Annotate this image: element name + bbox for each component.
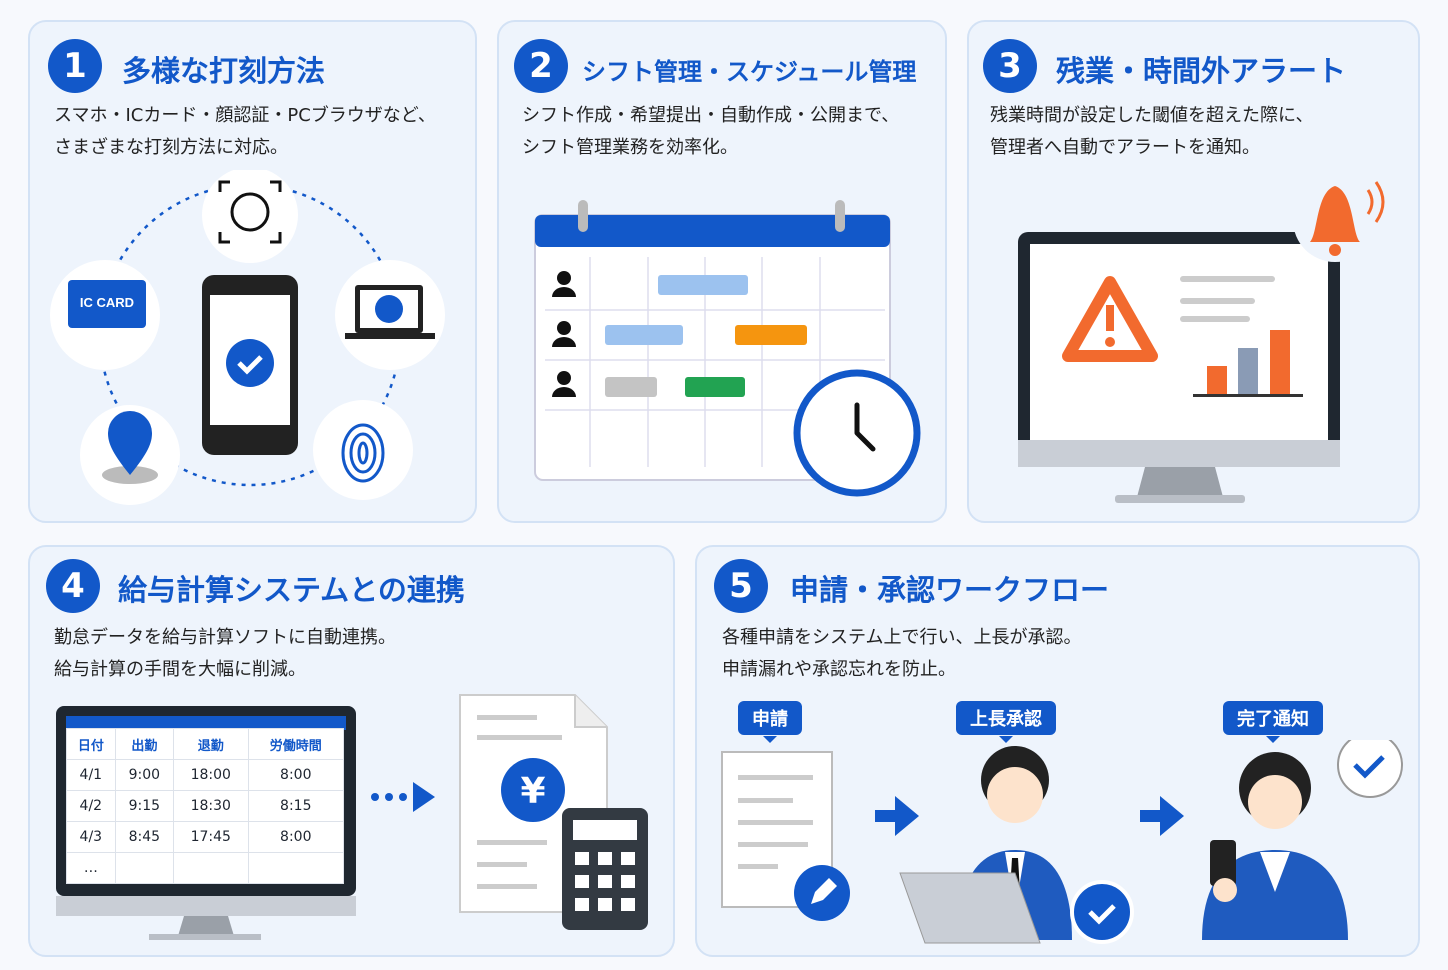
overtime-alert-illustration (1018, 178, 1385, 503)
svg-text:IC CARD: IC CARD (80, 295, 134, 310)
cell (247, 852, 345, 884)
feature-number: 5 (714, 559, 768, 613)
employee-phone-icon (1202, 752, 1348, 940)
feature-description: スマホ・ICカード・顔認証・PCブラウザなど、さまざまな打刻方法に対応。 (54, 100, 436, 164)
cell: 9:00 (114, 759, 175, 791)
table-row: … (66, 852, 345, 884)
cell: 8:00 (247, 759, 345, 791)
column-header: 退勤 (173, 728, 249, 760)
cell: 4/1 (66, 759, 116, 791)
manager-laptop-icon (899, 746, 1134, 944)
svg-text:¥: ¥ (520, 771, 545, 812)
arrow-right-icon (1140, 796, 1184, 836)
desc-line: 給与計算の手間を大幅に削減。 (54, 659, 306, 680)
feature-title: シフト管理・スケジュール管理 (582, 58, 917, 86)
shift-calendar-illustration (534, 200, 921, 497)
fingerprint-icon (313, 400, 413, 500)
feature-number: 4 (46, 559, 100, 613)
cell: 18:30 (173, 790, 249, 822)
feature-title: 給与計算システムとの連携 (118, 573, 465, 607)
table-header-row: 日付出勤退勤労働時間 (66, 728, 345, 760)
document-edit-icon (721, 751, 850, 921)
cell: 8:15 (247, 790, 345, 822)
desc-line: 勤怠データを給与計算ソフトに自動連携。 (54, 627, 396, 648)
face-recognition-icon (202, 170, 298, 263)
feature-number: 3 (983, 39, 1037, 93)
cell: 8:45 (114, 821, 175, 853)
cell: 9:15 (114, 790, 175, 822)
column-header: 出勤 (114, 728, 175, 760)
feature-description: 勤怠データを給与計算ソフトに自動連携。給与計算の手間を大幅に削減。 (54, 622, 396, 686)
punch-methods-illustration: IC CARD (50, 170, 445, 505)
arrow-right-icon (371, 782, 435, 812)
workflow-illustration (721, 740, 1403, 944)
smartphone-check-icon (202, 275, 298, 455)
bell-icon (1293, 178, 1385, 262)
person-icon (552, 271, 576, 397)
desc-line: さまざまな打刻方法に対応。 (54, 137, 288, 158)
feature-description: 残業時間が設定した閾値を超えた際に、管理者へ自動でアラートを通知。 (990, 100, 1313, 164)
column-header: 日付 (66, 728, 116, 760)
column-header: 労働時間 (247, 728, 345, 760)
desc-line: 残業時間が設定した閾値を超えた際に、 (990, 105, 1314, 126)
cell: 8:00 (247, 821, 345, 853)
desc-line: 申請漏れや承認忘れを防止。 (722, 659, 956, 680)
feature-number: 1 (48, 39, 102, 93)
cell: 4/3 (66, 821, 116, 853)
ic-card-icon: IC CARD (50, 260, 160, 370)
payroll-illustration: ¥ (371, 694, 648, 930)
warning-icon (1062, 276, 1158, 362)
feature-title: 申請・承認ワークフロー (790, 573, 1110, 607)
laptop-check-icon (335, 260, 445, 370)
feature-description: 各種申請をシステム上で行い、上長が承認。申請漏れや承認忘れを防止。 (722, 622, 1081, 686)
cell (114, 852, 175, 884)
feature-number: 2 (514, 39, 568, 93)
step-label-approve: 上長承認 (956, 701, 1056, 743)
feature-description: シフト作成・希望提出・自動作成・公開まで、シフト管理業務を効率化。 (522, 100, 899, 164)
calculator-icon (562, 808, 648, 930)
feature-title: 多様な打刻方法 (122, 54, 326, 88)
arrow-right-icon (875, 796, 919, 836)
location-pin-icon (80, 405, 180, 505)
monitor-icon (1018, 232, 1340, 503)
desc-line: 管理者へ自動でアラートを通知。 (990, 137, 1260, 158)
cell: 18:00 (173, 759, 249, 791)
step-label-apply: 申請 (738, 701, 802, 743)
feature-title: 残業・時間外アラート (1056, 54, 1347, 88)
desc-line: 各種申請をシステム上で行い、上長が承認。 (722, 627, 1082, 648)
desc-line: スマホ・ICカード・顔認証・PCブラウザなど、 (54, 105, 436, 126)
check-icon (1337, 740, 1403, 798)
desc-line: シフト管理業務を効率化。 (522, 137, 738, 158)
desc-line: シフト作成・希望提出・自動作成・公開まで、 (522, 105, 900, 126)
clock-icon (793, 369, 921, 497)
cell: 17:45 (173, 821, 249, 853)
step-label-notify: 完了通知 (1223, 701, 1323, 743)
cell: … (66, 852, 116, 884)
cell: 4/2 (66, 790, 116, 822)
cell (173, 852, 249, 884)
bar-chart-icon (1193, 330, 1303, 397)
